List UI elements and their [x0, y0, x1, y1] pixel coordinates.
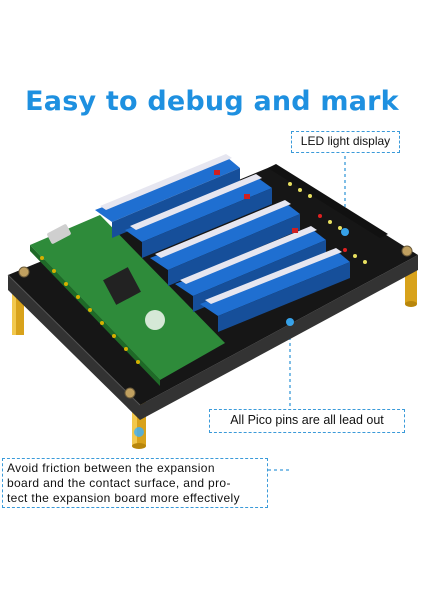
terminal-blocks [95, 154, 350, 332]
friction-line-2: board and the contact surface, and pro- [7, 476, 231, 490]
friction-line-3: tect the expansion board more effectivel… [7, 491, 240, 505]
friction-callout: Avoid friction between the expansion boa… [2, 458, 268, 508]
led-callout: LED light display [291, 131, 400, 153]
pins-callout: All Pico pins are all lead out [209, 409, 405, 433]
usb-port [47, 224, 71, 244]
friction-line-1: Avoid friction between the expansion [7, 461, 215, 475]
pico-board [30, 215, 225, 386]
headline: Easy to debug and mark [25, 86, 399, 117]
raspberry-pi-logo [145, 310, 165, 330]
pin-highlight [286, 318, 294, 326]
led-indicators [134, 164, 388, 437]
led-highlight [341, 228, 349, 236]
board-edge [8, 255, 418, 420]
